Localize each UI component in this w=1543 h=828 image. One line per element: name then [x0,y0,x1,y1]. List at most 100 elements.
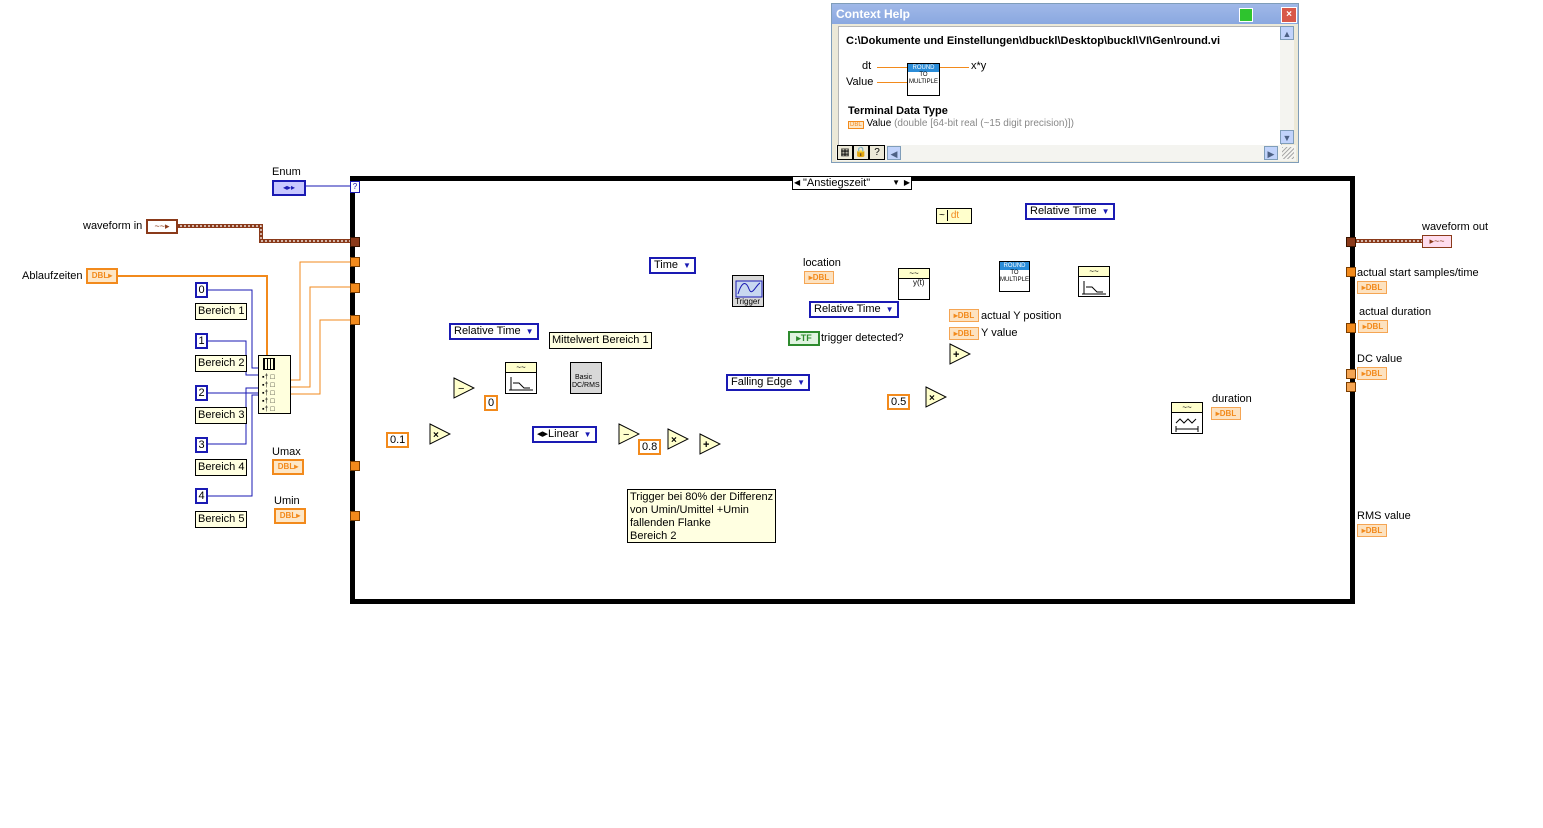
round-to-multiple-node[interactable]: ROUND TO MULTIPLE [999,261,1030,292]
vertical-scrollbar[interactable]: ▲ ▼ [1280,26,1294,144]
case-selector-terminal[interactable]: ? [350,181,360,193]
show-optional-terminals-icon[interactable]: ▦ [837,145,853,160]
waveform-out-indicator: ▸~~ [1422,235,1452,248]
case-dropdown-icon[interactable]: ▼ [892,178,900,187]
get-waveform-subset-node-2[interactable]: ~~ [1078,266,1110,297]
terminal-type-row: DBL Value (double [64-bit real (~15 digi… [848,118,1074,129]
constant-0-5[interactable]: 0.5 [887,394,911,410]
case-next-icon[interactable]: ▶ [903,178,910,187]
tunnel-actual-start [1346,267,1356,277]
ablaufzeiten-label: Ablaufzeiten [22,270,83,282]
lock-icon[interactable]: 🔒 [853,145,869,160]
index-array-node[interactable]: ▪† □▪† □▪† □▪† □▪† □ [258,355,291,414]
umax-control[interactable]: DBL▸ [272,459,304,475]
waveform-icon: ~~ [506,363,536,373]
trigger-note: Trigger bei 80% der Differenz von Umin/U… [627,489,776,543]
relative-time-ring-2[interactable]: Relative Time▼ [809,301,899,318]
constant-0[interactable]: 0 [484,395,499,411]
y-value-indicator: ▸DBL [949,327,979,340]
y-t-icon: y(t) [913,278,925,287]
case-selector[interactable]: ◀ "Anstiegszeit" ▼ ▶ [792,176,912,190]
ablaufzeiten-control[interactable]: DBL▸ [86,268,118,284]
dbl-type-icon: DBL [848,121,864,129]
bereich-label-3: Bereich 3 [195,407,248,424]
vi-path: C:\Dokumente und Einstellungen\dbuckl\De… [846,35,1221,47]
waveform-in-control[interactable]: ~~▸ [146,219,178,234]
tunnel-actual-duration [1346,323,1356,333]
trigger-icon [735,280,763,298]
multiply-node-1[interactable]: × [429,423,452,448]
waveform-duration-node[interactable]: ~~ [1171,402,1203,434]
waveform-icon: ~~ [899,269,929,279]
tunnel-dbl-1 [350,257,360,267]
subtract-node-2[interactable]: − [618,423,641,448]
duration-label: duration [1212,393,1252,405]
dc-rms-label-1: Basic [575,374,593,381]
falling-edge-ring[interactable]: Falling Edge▼ [726,374,811,391]
context-help-window[interactable]: Context Help × C:\Dokumente und Einstell… [831,3,1299,163]
relative-time-ring-1[interactable]: Relative Time▼ [449,323,539,340]
relative-time-ring-3[interactable]: Relative Time▼ [1025,203,1115,220]
trigger-note-line-1: Trigger bei 80% der Differenz [630,491,774,503]
get-y-value-node[interactable]: ~~ y(t) [898,268,930,300]
bereich-index-0[interactable]: 0 [195,282,208,298]
input-value-label: Value [846,76,874,88]
bereich-index-2[interactable]: 2 [195,385,208,401]
time-ring[interactable]: Time▼ [649,257,696,274]
scroll-left-icon[interactable]: ◀ [887,146,901,160]
enum-label: Enum [272,166,301,178]
trigger-node[interactable]: Trigger [732,275,764,307]
actual-duration-indicator: ▸DBL [1358,320,1388,333]
multiply-node-2[interactable]: × [667,428,690,453]
trigger-detected-label: trigger detected? [821,332,904,344]
bereich-index-1[interactable]: 1 [195,333,208,349]
context-help-titlebar[interactable]: Context Help [832,4,1298,24]
bereich-index-3[interactable]: 3 [195,437,208,453]
tunnel-umin [350,511,360,521]
bereich-label-2: Bereich 2 [195,355,248,372]
tunnel-dc-value [1346,369,1356,379]
constant-0-8[interactable]: 0.8 [638,439,662,455]
bereich-label-5: Bereich 5 [195,511,248,528]
get-waveform-subset-node-1[interactable]: ~~ [505,362,537,394]
waveform-in-label: waveform in [83,220,143,232]
scroll-down-icon[interactable]: ▼ [1280,130,1294,144]
dt-unbundle-node[interactable]: ~dt [936,208,972,224]
multiple-label: MULTIPLE [1000,277,1029,283]
case-structure-frame[interactable] [350,176,1355,604]
umin-label: Umin [274,495,300,507]
scroll-up-icon[interactable]: ▲ [1280,26,1294,40]
waveform-subset-icon [509,377,533,391]
actual-y-position-label: actual Y position [981,310,1062,322]
multiply-node-3[interactable]: × [925,386,948,411]
input-dt-label: dt [862,60,872,72]
subtract-node-1[interactable]: − [453,377,476,402]
resize-grip-icon[interactable] [1282,147,1294,159]
array-icon [263,358,275,370]
y-value-label: Y value [981,327,1018,339]
umax-label: Umax [272,446,301,458]
waveform-subset-icon [1082,281,1106,295]
add-node-2[interactable]: + [949,343,972,368]
lock-status-icon[interactable] [1239,8,1253,22]
dc-rms-label-2: DC/RMS [572,382,600,389]
linear-ring[interactable]: ◂▸Linear▼ [532,426,597,443]
constant-0-1[interactable]: 0.1 [386,432,410,448]
to-label: TO [1010,270,1019,276]
case-prev-icon[interactable]: ◀ [794,178,801,187]
tunnel-rms-value [1346,382,1356,392]
close-icon[interactable]: × [1281,7,1297,23]
terminal-heading: Terminal Data Type [848,105,948,117]
mittelwert-note: Mittelwert Bereich 1 [549,332,652,349]
add-node-1[interactable]: + [699,433,722,458]
bereich-index-4[interactable]: 4 [195,488,208,504]
scroll-right-icon[interactable]: ▶ [1264,146,1278,160]
dbl-wires [116,275,268,356]
umin-control[interactable]: DBL▸ [274,508,306,524]
enum-control[interactable]: ◂▸▸ [272,180,306,196]
context-help-title: Context Help [836,7,911,21]
actual-start-label: actual start samples/time [1357,267,1479,279]
basic-dc-rms-node[interactable]: Basic DC/RMS [570,362,602,394]
location-label: location [803,257,841,269]
detailed-help-icon[interactable]: ? [869,145,885,160]
